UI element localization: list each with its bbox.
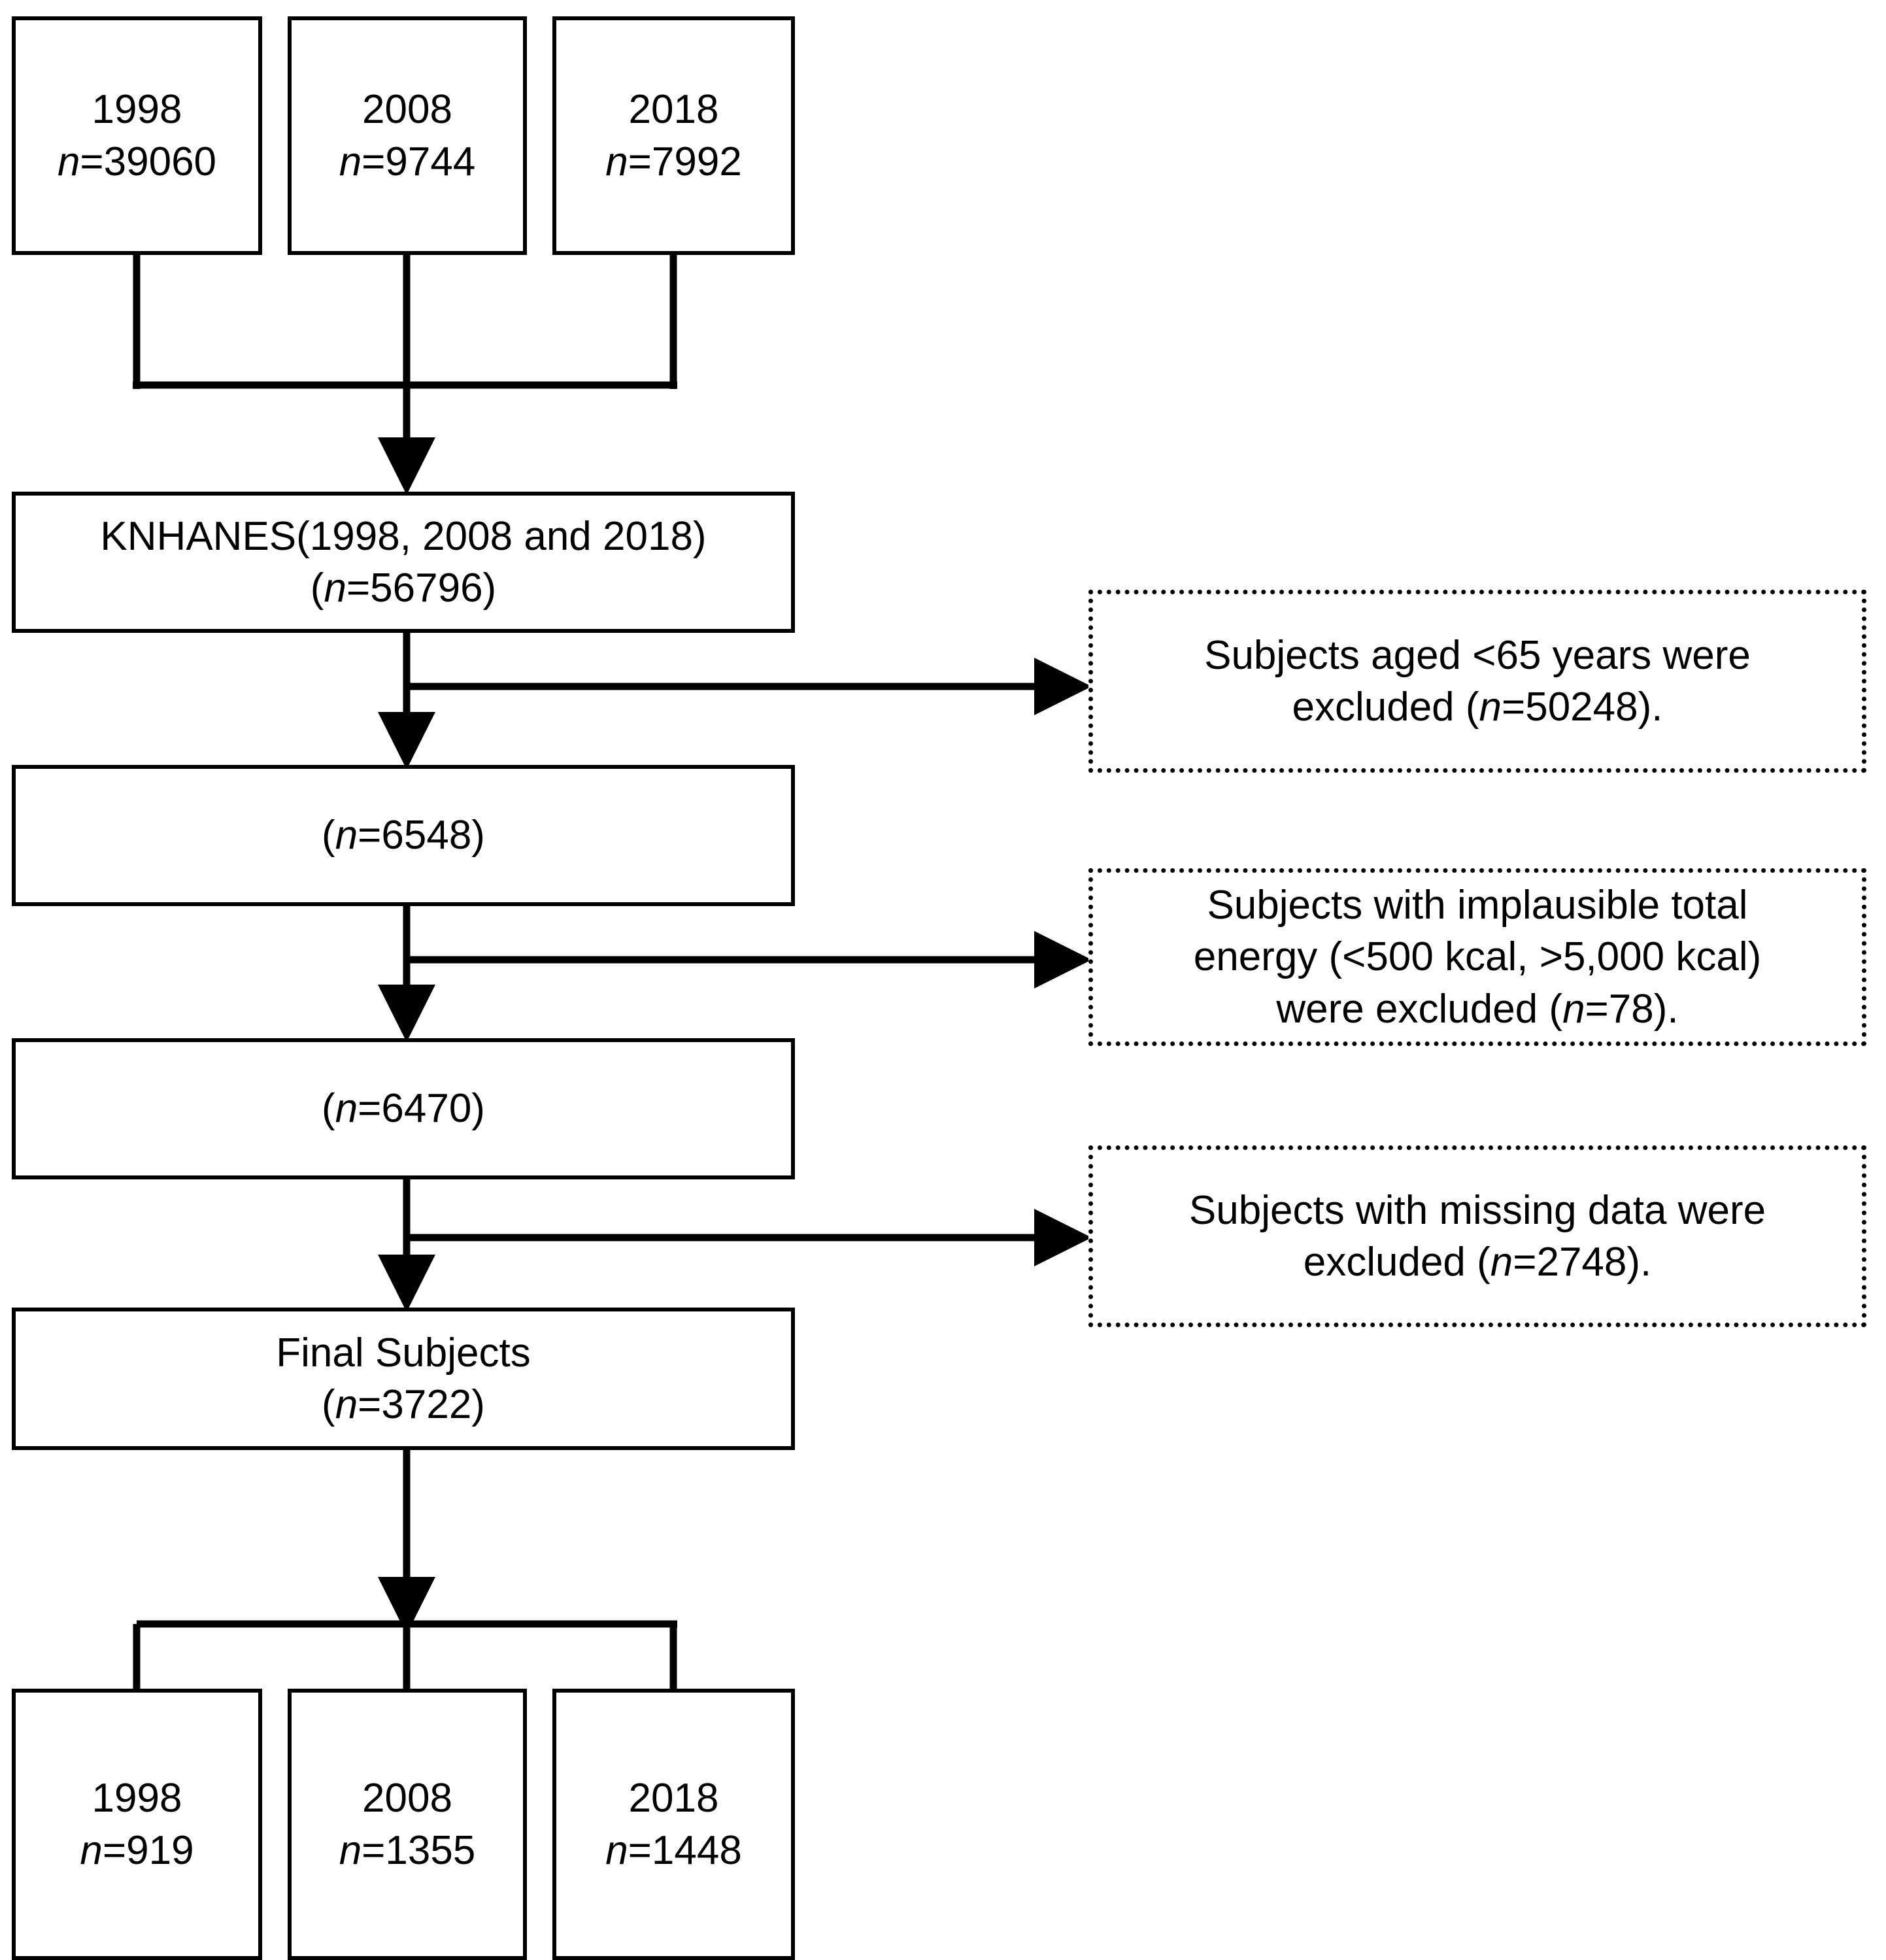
- source-box-2008-count: n=9744: [339, 139, 476, 184]
- source-box-2018-year: 2018: [628, 87, 719, 133]
- exclusion-box-2-line-1: Subjects with implausible total: [1207, 882, 1748, 928]
- step-box-2-count: (n=6470): [322, 1086, 485, 1132]
- result-box-2018-year: 2018: [628, 1776, 719, 1821]
- bottom-split-connector: [133, 1620, 677, 1689]
- result-box-2008: 2008 n=1355: [288, 1689, 527, 1960]
- result-box-2018-count: n=1448: [605, 1827, 742, 1873]
- exclusion-box-3-line-2: excluded (n=2748).: [1303, 1240, 1652, 1285]
- result-box-1998: 1998 n=919: [12, 1689, 262, 1960]
- final-subjects-count: (n=3722): [322, 1382, 485, 1427]
- result-box-2008-year: 2008: [362, 1776, 452, 1821]
- top-merge-connector: [133, 255, 677, 389]
- exclusion-box-2: Subjects with implausible total energy (…: [1088, 868, 1866, 1046]
- source-box-2018-count: n=7992: [605, 139, 742, 184]
- source-box-2008: 2008 n=9744: [288, 16, 527, 255]
- source-box-2008-year: 2008: [362, 87, 452, 133]
- pooled-cohort-label: KNHANES(1998, 2008 and 2018): [100, 513, 707, 559]
- pooled-cohort-box: KNHANES(1998, 2008 and 2018) (n=56796): [12, 492, 795, 633]
- exclusion-box-3: Subjects with missing data were excluded…: [1088, 1145, 1866, 1327]
- exclusion-box-1: Subjects aged <65 years were excluded (n…: [1088, 590, 1866, 773]
- exclusion-box-2-line-3: were excluded (n=78).: [1276, 986, 1679, 1032]
- result-box-2018: 2018 n=1448: [552, 1689, 795, 1960]
- source-box-1998: 1998 n=39060: [12, 16, 262, 255]
- step-box-1-count: (n=6548): [322, 813, 485, 858]
- source-box-1998-count: n=39060: [57, 139, 217, 184]
- source-box-1998-year: 1998: [92, 87, 182, 133]
- exclusion-box-3-line-1: Subjects with missing data were: [1188, 1187, 1766, 1233]
- step-box-2: (n=6470): [12, 1038, 795, 1179]
- result-box-1998-year: 1998: [92, 1776, 182, 1821]
- pooled-cohort-count: (n=56796): [310, 566, 497, 611]
- final-subjects-label: Final Subjects: [276, 1330, 531, 1376]
- exclusion-box-1-line-2: excluded (n=50248).: [1292, 684, 1663, 730]
- step-box-1: (n=6548): [12, 765, 795, 906]
- source-box-2018: 2018 n=7992: [552, 16, 795, 255]
- result-box-2008-count: n=1355: [339, 1827, 476, 1873]
- exclusion-box-1-line-1: Subjects aged <65 years were: [1204, 632, 1751, 678]
- exclusion-box-2-line-2: energy (<500 kcal, >5,000 kcal): [1193, 934, 1762, 980]
- final-subjects-box: Final Subjects (n=3722): [12, 1308, 795, 1450]
- result-box-1998-count: n=919: [80, 1827, 194, 1873]
